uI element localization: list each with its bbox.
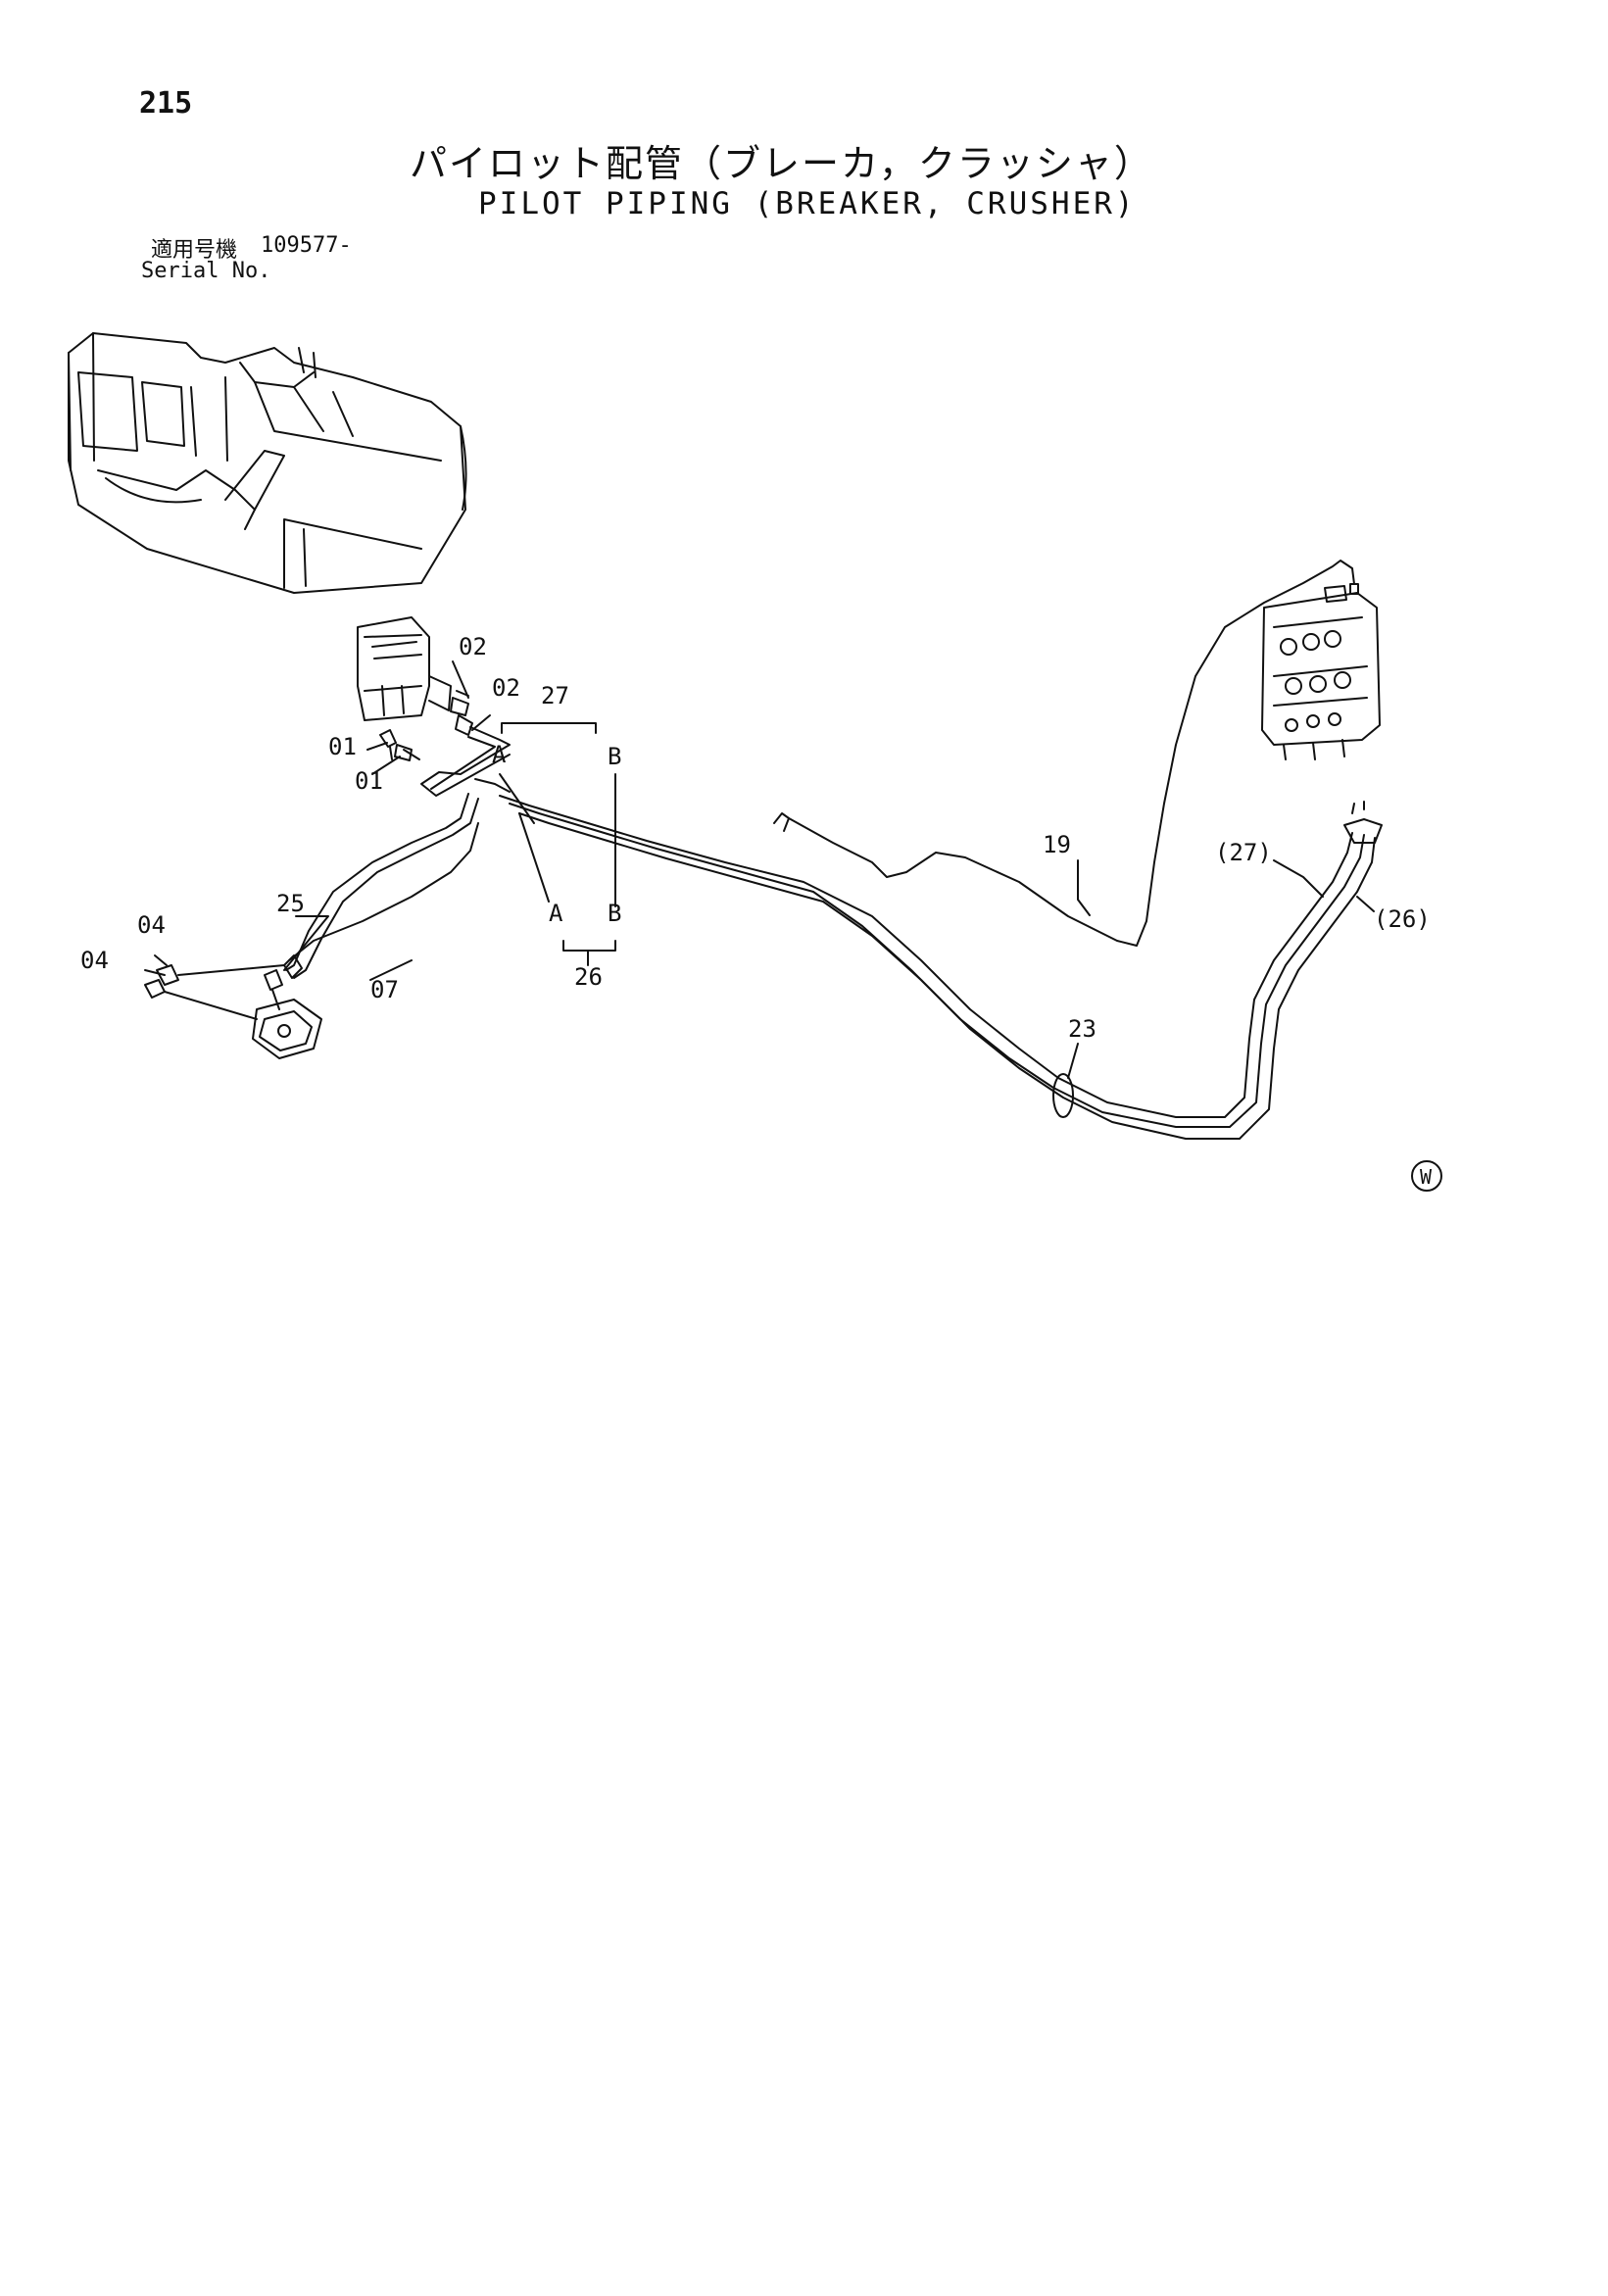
serial-label-jp: 適用号機 bbox=[151, 238, 238, 263]
callout-04-upper: 04 bbox=[137, 911, 166, 939]
w-mark bbox=[1411, 1160, 1442, 1192]
port-a-lower: A bbox=[549, 900, 563, 927]
fittings-drawing bbox=[379, 690, 473, 761]
callout-01-upper: 01 bbox=[328, 733, 357, 760]
callout-25: 25 bbox=[276, 890, 305, 917]
hose-26-27 bbox=[420, 726, 1383, 1140]
callout-27-paren: (27) bbox=[1215, 839, 1272, 866]
page-title-en: PILOT PIPING (BREAKER, CRUSHER) bbox=[478, 186, 1137, 221]
callout-04-lower: 04 bbox=[80, 947, 109, 974]
fittings-04 bbox=[144, 964, 285, 1020]
excavator-body-drawing bbox=[68, 332, 467, 594]
hose-25-07 bbox=[283, 793, 479, 979]
callout-07: 07 bbox=[370, 976, 399, 1003]
callout-19: 19 bbox=[1043, 831, 1071, 858]
serial-label-en: Serial No. bbox=[141, 259, 271, 283]
callout-27: 27 bbox=[541, 682, 569, 709]
control-valve-drawing bbox=[1261, 585, 1381, 760]
leader-lines bbox=[144, 660, 1375, 1079]
page-title-jp: パイロット配管（ブレーカ，クラッシャ） bbox=[410, 142, 1153, 185]
callout-02-upper: 02 bbox=[459, 633, 487, 660]
serial-value: 109577- bbox=[261, 233, 352, 258]
callout-01-lower: 01 bbox=[355, 767, 383, 795]
callout-23: 23 bbox=[1068, 1015, 1096, 1043]
pilot-line-19 bbox=[773, 560, 1359, 947]
port-a-upper: A bbox=[492, 741, 507, 768]
page-number: 215 bbox=[139, 86, 193, 121]
callout-26: 26 bbox=[574, 963, 603, 991]
w-mark-letter: W bbox=[1420, 1165, 1433, 1189]
callout-02-lower: 02 bbox=[492, 674, 520, 702]
port-b-lower: B bbox=[608, 900, 621, 927]
callout-26-paren: (26) bbox=[1374, 905, 1431, 933]
pilot-valve-block-drawing bbox=[357, 616, 452, 721]
clamp-23 bbox=[1052, 1073, 1074, 1118]
selector-valve-drawing bbox=[252, 969, 322, 1059]
port-b-upper: B bbox=[608, 743, 621, 770]
